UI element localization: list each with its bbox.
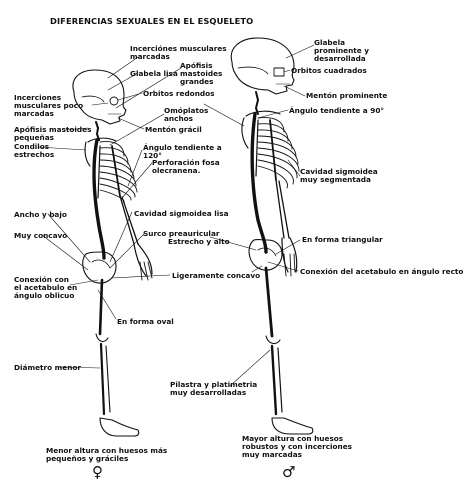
label-cavidad-segmentada: Cavidad sigmoidea muy segmentada [300, 168, 378, 184]
label-orbitos-cuadrados: Orbitos cuadrados [291, 67, 367, 75]
label-glabela-prominente: Glabela prominente y desarrollada [314, 39, 369, 63]
label-glabela-lisa: Glabela lisa [130, 70, 178, 78]
label-apofisis-mastoides: Apófisis mastoides grandes [180, 62, 222, 86]
label-angulo-90: Ángulo tendiente a 90° [289, 107, 384, 115]
label-estrecho-alto: Estrecho y alto [168, 238, 230, 246]
label-mayor-altura: Mayor altura con huesos robustos y con i… [242, 435, 352, 459]
label-ancho-bajo: Ancho y bajo [14, 211, 67, 219]
label-pilastra: Pilastra y platimetria muy desarrolladas [170, 381, 257, 397]
diagram-title: DIFERENCIAS SEXUALES EN EL ESQUELETO [50, 17, 253, 25]
label-forma-oval: En forma oval [117, 318, 174, 326]
label-apofisis-pequenas: Apófisis mastoides pequeñas [14, 126, 91, 142]
label-diametro-menor: Diámetro menor [14, 364, 81, 372]
female-symbol: ♀ [92, 465, 103, 480]
label-menor-altura: Menor altura con huesos más pequeños y g… [46, 447, 167, 463]
label-muy-concavo: Muy concavo [14, 232, 67, 240]
label-conexion-oblicuo: Conexión con el acetabulo en ángulo obli… [14, 276, 77, 300]
label-condilos-estrechos: Condilos estrechos [14, 143, 54, 159]
male-skeleton [231, 38, 313, 434]
label-conexion-recto: Conexión del acetabulo en ángulo recto [300, 268, 463, 276]
label-cavidad-lisa: Cavidad sigmoidea lisa [134, 210, 229, 218]
label-inserciones-poco: Incerciones musculares poco marcadas [14, 94, 83, 118]
male-symbol: ♂ [282, 465, 295, 480]
label-inserciones-marcadas: Incerciónes musculares marcadas [130, 45, 227, 61]
label-orbitos-redondos: Orbitos redondos [143, 90, 214, 98]
label-menton-prominente: Mentón prominente [306, 92, 387, 100]
label-forma-triangular: En forma triangular [302, 236, 383, 244]
label-omoplatos-anchos: Omóplatos anchos [164, 107, 208, 123]
label-perforacion-fosa: Perforación fosa olecranena. [152, 159, 220, 175]
label-ligeramente-concavo: Ligeramente concavo [172, 272, 260, 280]
label-menton-gracil: Mentón grácil [145, 126, 202, 134]
